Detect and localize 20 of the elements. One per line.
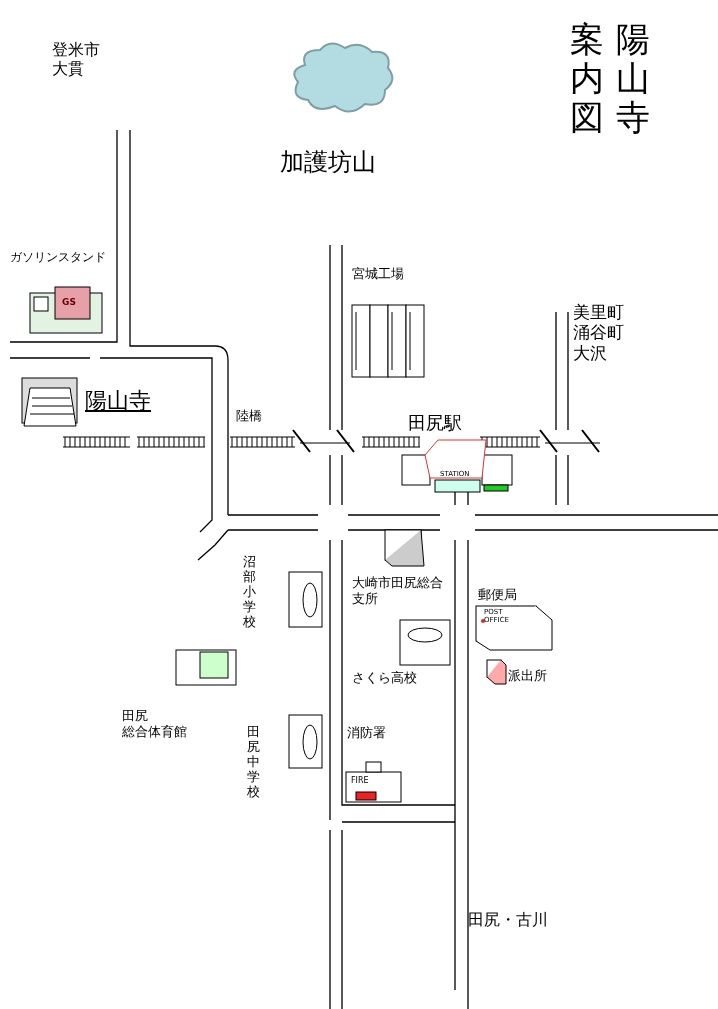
place-label: 大崎市田尻総合支所: [352, 575, 443, 607]
place-label: 田尻総合体育館: [122, 708, 187, 740]
place-label: さくら高校: [352, 670, 417, 686]
place-label: 田尻中学校: [247, 725, 261, 800]
place-label: 沼部小学校: [243, 555, 257, 630]
temple-label: 陽山寺: [85, 388, 151, 415]
place-label: 消防署: [347, 725, 386, 741]
place-label: 陸橋: [236, 408, 262, 424]
place-label: 美里町涌谷町大沢: [573, 302, 625, 364]
sign-text: FIRE: [351, 776, 369, 786]
place-label: 派出所: [508, 668, 547, 684]
place-label: 田尻・古川: [468, 910, 548, 930]
mountain-label: 加護坊山: [280, 148, 376, 177]
place-label: 登米市大貫: [52, 40, 101, 79]
sign-text: GS: [62, 297, 76, 308]
place-label: ガソリンスタンド: [10, 250, 106, 265]
map-title: 陽山寺案内図: [568, 20, 650, 139]
station-label: 田尻駅: [408, 412, 462, 434]
place-label: 宮城工場: [352, 266, 404, 282]
place-label: 郵便局: [478, 587, 517, 603]
